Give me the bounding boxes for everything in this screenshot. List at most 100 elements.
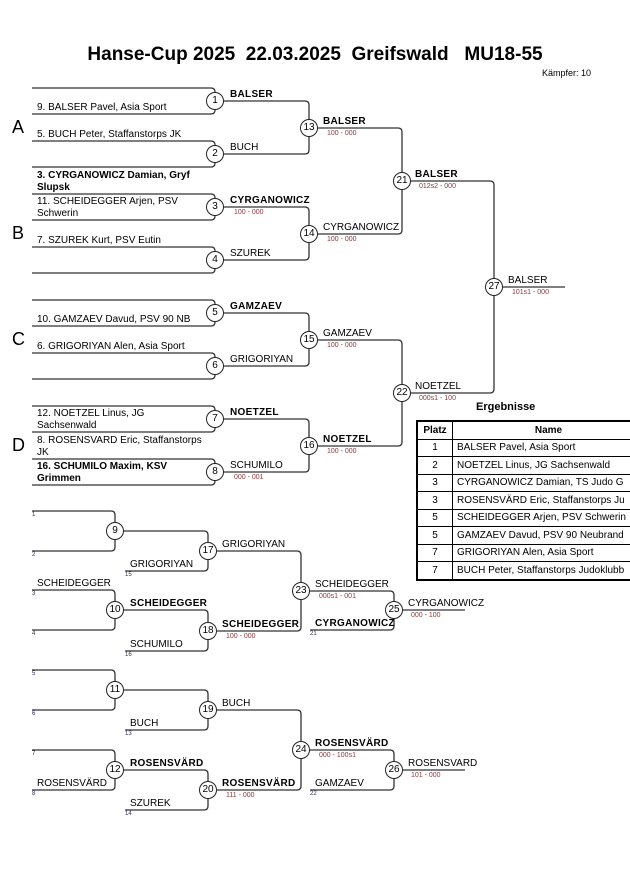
page-title: Hanse-Cup 2025 22.03.2025 Greifswald MU1… bbox=[87, 44, 543, 65]
winner-line bbox=[208, 750, 302, 791]
winner-name: BUCH bbox=[222, 698, 251, 709]
winner-line bbox=[310, 770, 395, 791]
bronze-winner-score: 101 - 000 bbox=[411, 772, 441, 779]
winner-score: 000s1 - 100 bbox=[419, 395, 456, 402]
match-number: 11 bbox=[106, 681, 124, 699]
entry-line bbox=[32, 472, 216, 486]
entry-name: 7. SZUREK Kurt, PSV Eutin bbox=[37, 235, 161, 246]
winner-score: 012s2 - 000 bbox=[419, 183, 456, 190]
winner-score: 000 - 100s1 bbox=[319, 752, 356, 759]
match-number: 15 bbox=[300, 331, 318, 349]
match-number: 17 bbox=[199, 542, 217, 560]
entry-name: ROSENSVÄRD bbox=[37, 778, 108, 789]
winner-name: CYRGANOWICZ bbox=[315, 618, 395, 629]
winner-line bbox=[215, 128, 310, 155]
athlete: GAMZAEV Davud, PSV 90 Neubrand bbox=[452, 526, 630, 545]
winner-score: 100 - 000 bbox=[327, 342, 357, 349]
entry-name: SCHUMILO bbox=[130, 639, 183, 650]
athlete: GRIGORIYAN Alen, Asia Sport bbox=[452, 543, 630, 562]
winner-line bbox=[215, 206, 310, 234]
match-number: 6 bbox=[206, 357, 224, 375]
place: 5 bbox=[416, 526, 453, 545]
entry-seed: 7 bbox=[32, 751, 36, 757]
entry-seed: 8 bbox=[32, 791, 36, 797]
match-number: 9 bbox=[106, 522, 124, 540]
column-header-place: Platz bbox=[416, 420, 453, 440]
match-number: 2 bbox=[206, 145, 224, 163]
winner-line bbox=[402, 180, 495, 287]
winner-name: SCHEIDEGGER bbox=[222, 619, 300, 630]
match-number: 8 bbox=[206, 463, 224, 481]
winner-name: NOETZEL bbox=[415, 381, 462, 392]
winner-name: NOETZEL bbox=[323, 434, 372, 445]
entry-line bbox=[32, 366, 216, 380]
winner-line bbox=[215, 446, 310, 473]
entry-line bbox=[32, 405, 216, 419]
match-number: 24 bbox=[292, 741, 310, 759]
place: 2 bbox=[416, 456, 453, 475]
entry-seed: 3 bbox=[32, 591, 36, 597]
entry-name: GRIGORIYAN bbox=[130, 559, 194, 570]
match-number: 5 bbox=[206, 304, 224, 322]
match-number: 21 bbox=[393, 172, 411, 190]
entry-name: 11. SCHEIDEGGER Arjen, PSV Schwerin bbox=[37, 196, 178, 219]
winner-line bbox=[208, 550, 302, 591]
entry-line bbox=[125, 631, 209, 652]
entry-line bbox=[32, 531, 116, 552]
entry-name: 10. GAMZAEV Davud, PSV 90 NB bbox=[37, 314, 191, 325]
athlete: BUCH Peter, Staffanstorps Judoklubb bbox=[452, 561, 630, 580]
match-number: 25 bbox=[385, 601, 403, 619]
winner-line bbox=[115, 609, 209, 631]
winner-line bbox=[215, 312, 310, 340]
winner-name: SCHUMILO bbox=[230, 460, 283, 471]
entry-line bbox=[32, 193, 216, 207]
match-number: 19 bbox=[199, 701, 217, 719]
entry-name: 12. NOETZEL Linus, JG Sachsenwald bbox=[37, 408, 145, 431]
winner-line bbox=[309, 339, 403, 393]
entry-line bbox=[32, 87, 216, 101]
winner-line bbox=[215, 418, 310, 446]
winner-name: GAMZAEV bbox=[323, 328, 372, 339]
winner-seed: 22 bbox=[310, 791, 317, 797]
match-number: 26 bbox=[385, 761, 403, 779]
winner-name: BALSER bbox=[415, 169, 458, 180]
winner-name: ROSENSVÄRD bbox=[315, 738, 389, 749]
match-number: 22 bbox=[393, 384, 411, 402]
winner-line bbox=[215, 100, 310, 128]
winner-name: CYRGANOWICZ bbox=[323, 222, 400, 233]
place: 5 bbox=[416, 508, 453, 527]
winner-score: 100 - 000 bbox=[327, 130, 357, 137]
entry-line bbox=[32, 140, 216, 154]
entry-seed: 2 bbox=[32, 552, 36, 558]
entry-name: 16. SCHUMILO Maxim, KSV Grimmen bbox=[37, 461, 168, 484]
winner-score: 100 - 000 bbox=[234, 209, 264, 216]
pool-label: D bbox=[12, 435, 25, 455]
entry-seed: 4 bbox=[32, 631, 36, 637]
winner-name: ROSENSVÄRD bbox=[222, 778, 296, 789]
match-number: 1 bbox=[206, 92, 224, 110]
entry-seed: 16 bbox=[125, 652, 132, 658]
match-number: 13 bbox=[300, 119, 318, 137]
match-number: 14 bbox=[300, 225, 318, 243]
pool-label: B bbox=[12, 223, 25, 243]
entry-line bbox=[32, 313, 216, 327]
athlete: BALSER Pavel, Asia Sport bbox=[452, 438, 630, 457]
entry-name: 9. BALSER Pavel, Asia Sport bbox=[37, 102, 167, 113]
match-number: 4 bbox=[206, 251, 224, 269]
winner-name: GAMZAEV bbox=[315, 778, 364, 789]
entry-seed: 1 bbox=[32, 512, 36, 518]
place: 3 bbox=[416, 491, 453, 510]
winner-line bbox=[309, 393, 403, 447]
entry-line bbox=[125, 790, 209, 811]
winner-line bbox=[301, 590, 395, 610]
match-number: 12 bbox=[106, 761, 124, 779]
winner-name: BALSER bbox=[230, 89, 273, 100]
entry-line bbox=[32, 246, 216, 260]
winner-score: 100 - 000 bbox=[327, 448, 357, 455]
